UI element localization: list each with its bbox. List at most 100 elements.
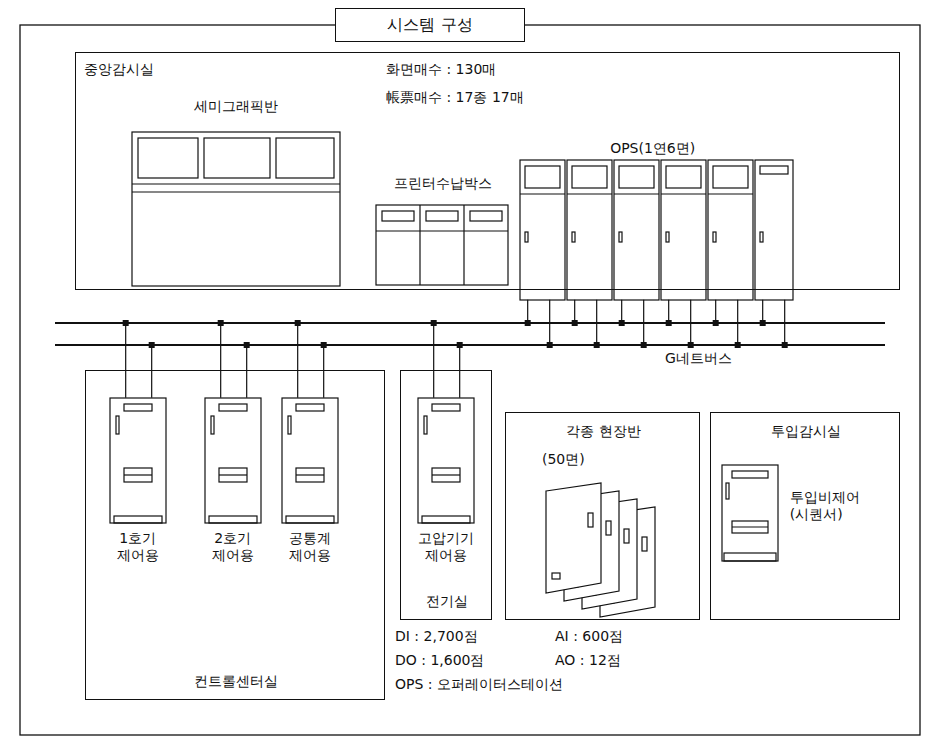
cabinet-base [114,516,162,523]
connection-line [297,323,298,398]
equipment-drawing [278,398,342,573]
connection-line [527,300,528,323]
equipment-drawing [506,413,701,621]
node-label: G네트버스 [665,350,732,368]
cabinet-base [724,553,776,561]
bus-line [55,344,885,346]
printer-slot [382,211,414,221]
ops-console [567,160,612,300]
panel-line [708,193,753,194]
ops-knob [713,232,716,242]
panel-screen [204,138,270,178]
room-box: 중앙감시실화면매수 : 130매帳票매수 : 17종 17매세미그래픽반프린터수… [75,52,900,290]
ops-screen [713,166,748,188]
bus-connection [431,320,463,398]
cabinet-slot [124,404,152,411]
node-label: 컨트롤센터실 [86,673,386,691]
ops-console [661,160,706,300]
field-panel-part [642,537,647,551]
cabinet-body [722,465,778,561]
connection-line [125,323,126,398]
semigraphic-panel [132,132,340,286]
cabinet-handle [211,416,214,434]
bus-connection [123,320,155,398]
ops-part [760,166,788,174]
diagram-title: 시스템 구성 [387,15,472,36]
cabinet-line [219,474,247,475]
bus-connection [218,320,250,398]
cabinet-slot [219,404,247,411]
node-label: 투입비제어 (시퀀서) [790,489,872,524]
ops-screen [619,166,654,188]
panel-line [520,193,565,194]
cabinet-handle [424,416,427,434]
panel-screen [276,138,334,178]
cabinet-handle [726,483,729,499]
node-label: 각종 현장반 [506,423,701,441]
equipment-unit: 2호기 제어용 [201,398,266,573]
panel-line [132,191,340,192]
io-note: DO : 1,600점 [395,652,485,670]
connection-line [574,300,575,323]
ops-console [614,160,659,300]
panel-line [463,205,464,285]
equipment-unit: OPS(1연6면) [518,140,803,302]
bus-line [55,322,885,324]
io-note: DI : 2,700점 [395,628,478,646]
equipment-unit: 프린터수납박스 [372,175,517,287]
field-panel-part [624,529,629,543]
cabinet-slot [296,404,324,411]
equipment-drawing [372,175,514,287]
panel-line [376,230,508,231]
field-panel-part [606,521,611,535]
node-label: 1호기 제어용 [108,530,168,565]
printer-slot [426,211,458,221]
panel-line [614,193,659,194]
cabinet-base [209,516,257,523]
connection-line [762,300,763,323]
ops-console [520,160,565,300]
equipment-drawing [55,318,885,370]
node-label: 고압기기 제어용 [416,530,476,565]
printer-box [376,205,508,285]
panel-line [419,205,420,285]
panel-line [661,193,706,194]
equipment-unit: 1호기 제어용 [106,398,171,573]
cabinet-line [296,474,324,475]
cabinet-slot [732,471,768,478]
cabinet-module [732,521,768,533]
ops-screen [666,166,701,188]
node-label: 2호기 제어용 [203,530,263,565]
node-note: 화면매수 : 130매 [386,61,496,79]
ops-screen [525,166,560,188]
cabinet-base [422,516,470,523]
io-note: OPS : 오퍼레이터스테이션 [395,676,563,694]
cabinet-module [432,468,460,482]
cabinet-handle [116,416,119,434]
printer-slot [470,211,502,221]
connection-line [220,323,221,398]
connection-line [433,323,434,398]
panel-line [132,183,340,184]
cabinet-slot [432,404,460,411]
ops-knob [572,232,575,242]
connection-line [323,345,324,398]
io-note: AI : 600점 [555,628,623,646]
connection-line [246,345,247,398]
cabinet-line [432,474,460,475]
cabinet-module [296,468,324,482]
node-note: (50면) [542,451,585,469]
io-note: AO : 12점 [555,652,621,670]
connection-line [715,300,716,323]
ops-knob [760,232,763,242]
node-label: 중앙감시실 [84,61,154,79]
node-label: 투입감시실 [711,423,901,441]
room-box: 전기실고압기기 제어용 [400,370,492,620]
connection-line [151,345,152,398]
cabinet-line [732,526,768,527]
connection-line [668,300,669,323]
equipment-unit: 고압기기 제어용 [414,398,479,573]
cabinet-module [219,468,247,482]
field-panel-part [552,573,560,579]
cabinet-module [124,468,152,482]
